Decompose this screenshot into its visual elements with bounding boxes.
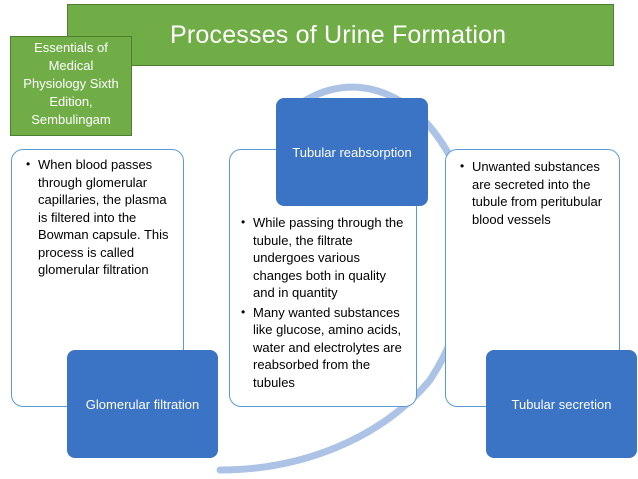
bullet-item: When blood passes through glomerular cap… xyxy=(26,156,173,279)
source-line: Essentials of xyxy=(34,40,108,55)
source-line: Physiology Sixth xyxy=(23,76,119,91)
page-title: Processes of Urine Formation xyxy=(170,20,507,49)
step-label-tubular-reabsorption: Tubular reabsorption xyxy=(276,98,428,206)
step-label-text: Glomerular filtration xyxy=(85,396,200,412)
bullet-item: Unwanted substances are secreted into th… xyxy=(460,158,609,228)
bullet-item: While passing through the tubule, the fi… xyxy=(241,214,406,302)
step-bullets: When blood passes through glomerular cap… xyxy=(12,150,183,279)
source-citation: Essentials of Medical Physiology Sixth E… xyxy=(10,36,132,136)
step-card-glomerular-filtration: When blood passes through glomerular cap… xyxy=(11,149,184,407)
step-label-tubular-secretion: Tubular secretion xyxy=(486,350,637,458)
source-line: Edition, xyxy=(49,94,93,109)
step-bullets: While passing through the tubule, the fi… xyxy=(230,150,416,391)
step-label-text: Tubular reabsorption xyxy=(292,144,412,160)
title-bar: Processes of Urine Formation xyxy=(67,4,614,66)
step-label-glomerular-filtration: Glomerular filtration xyxy=(67,350,218,458)
step-bullets: Unwanted substances are secreted into th… xyxy=(446,150,619,228)
step-label-text: Tubular secretion xyxy=(511,396,612,412)
source-line: Sembulingam xyxy=(31,112,111,127)
bullet-item: Many wanted substances like glucose, ami… xyxy=(241,304,406,392)
source-line: Medical xyxy=(48,58,94,73)
